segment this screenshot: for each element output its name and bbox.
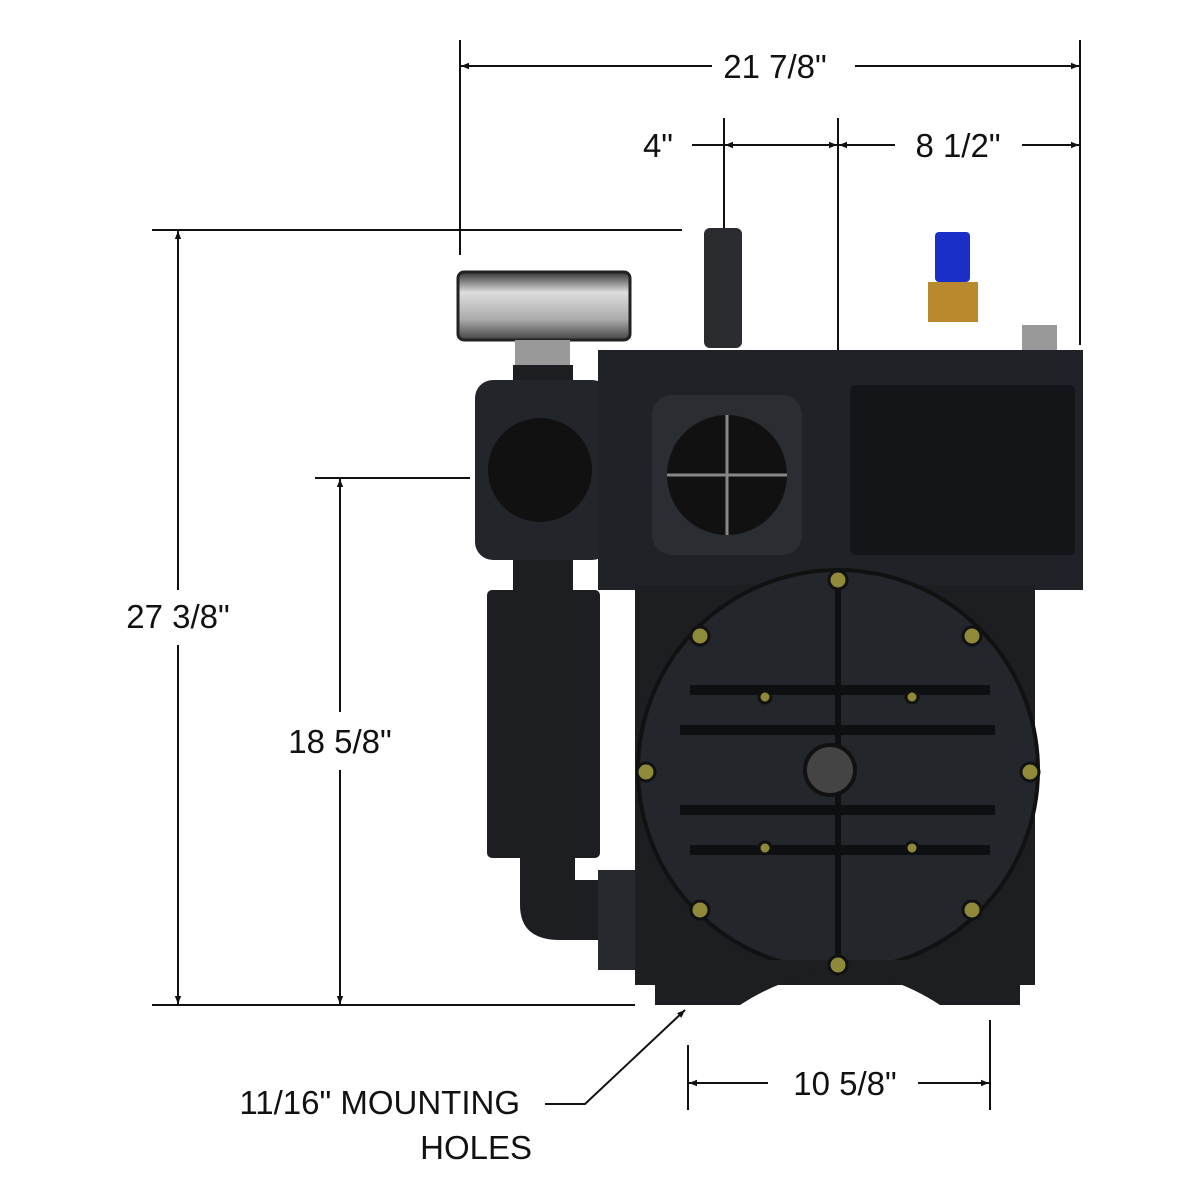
inlet-height-label: 18 5/8" — [288, 723, 391, 760]
bolts — [635, 569, 1041, 976]
overall-width-label: 21 7/8" — [723, 48, 826, 85]
pump-illustration — [456, 228, 1083, 1005]
mount-spacing-label: 10 5/8" — [793, 1065, 896, 1102]
motor-block — [850, 385, 1075, 555]
mounting-holes-callout-line1: 11/16" MOUNTING — [239, 1084, 520, 1121]
shaft-hub — [803, 743, 857, 797]
relief-valve-brass — [928, 282, 978, 322]
overall-height-label: 27 3/8" — [126, 598, 229, 635]
vacuum-gauge — [456, 270, 632, 342]
right-offset-label: 8 1/2" — [915, 127, 1000, 164]
inlet-port — [488, 418, 592, 522]
top-bolt — [1022, 325, 1057, 353]
filter-canister — [487, 590, 600, 858]
relief-valve-cap — [935, 232, 970, 282]
mounting-holes-callout-line2: HOLES — [420, 1129, 532, 1166]
extension-lines — [152, 40, 1081, 1110]
outlet-stem — [704, 228, 742, 348]
callout-leader — [545, 1009, 686, 1105]
outlet-offset-label: 4" — [643, 127, 673, 164]
base-feet — [655, 960, 1020, 1005]
elbow-pipe — [520, 855, 620, 940]
